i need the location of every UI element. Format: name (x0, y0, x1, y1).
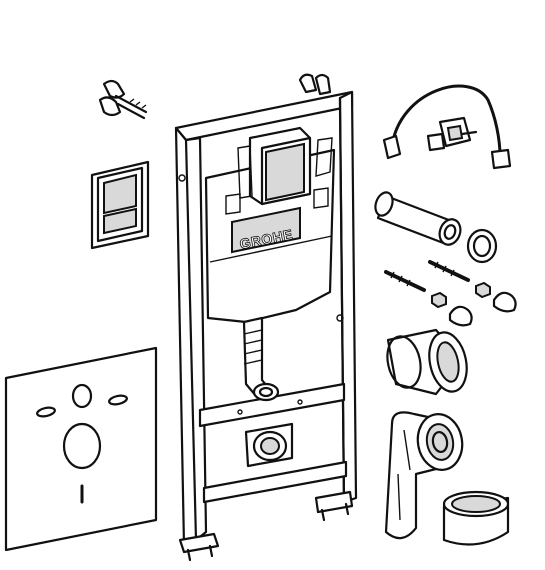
frame-icon (174, 73, 358, 562)
valve-icon (426, 116, 478, 152)
mat-icon (4, 346, 158, 552)
pipe-icon (374, 191, 462, 246)
rod-icon (384, 260, 470, 292)
ring-icon (466, 228, 498, 264)
cap-icon (442, 490, 510, 546)
hose-icon (382, 84, 512, 170)
elbow-icon (384, 411, 464, 540)
connector-icon (244, 422, 294, 468)
bolt-icon (98, 79, 148, 120)
nut-icon (431, 281, 517, 327)
connector-icon (386, 328, 468, 396)
cistern-icon: GROHE (204, 126, 336, 324)
flush-plate-icon (90, 160, 150, 250)
pipe-icon (242, 316, 280, 402)
